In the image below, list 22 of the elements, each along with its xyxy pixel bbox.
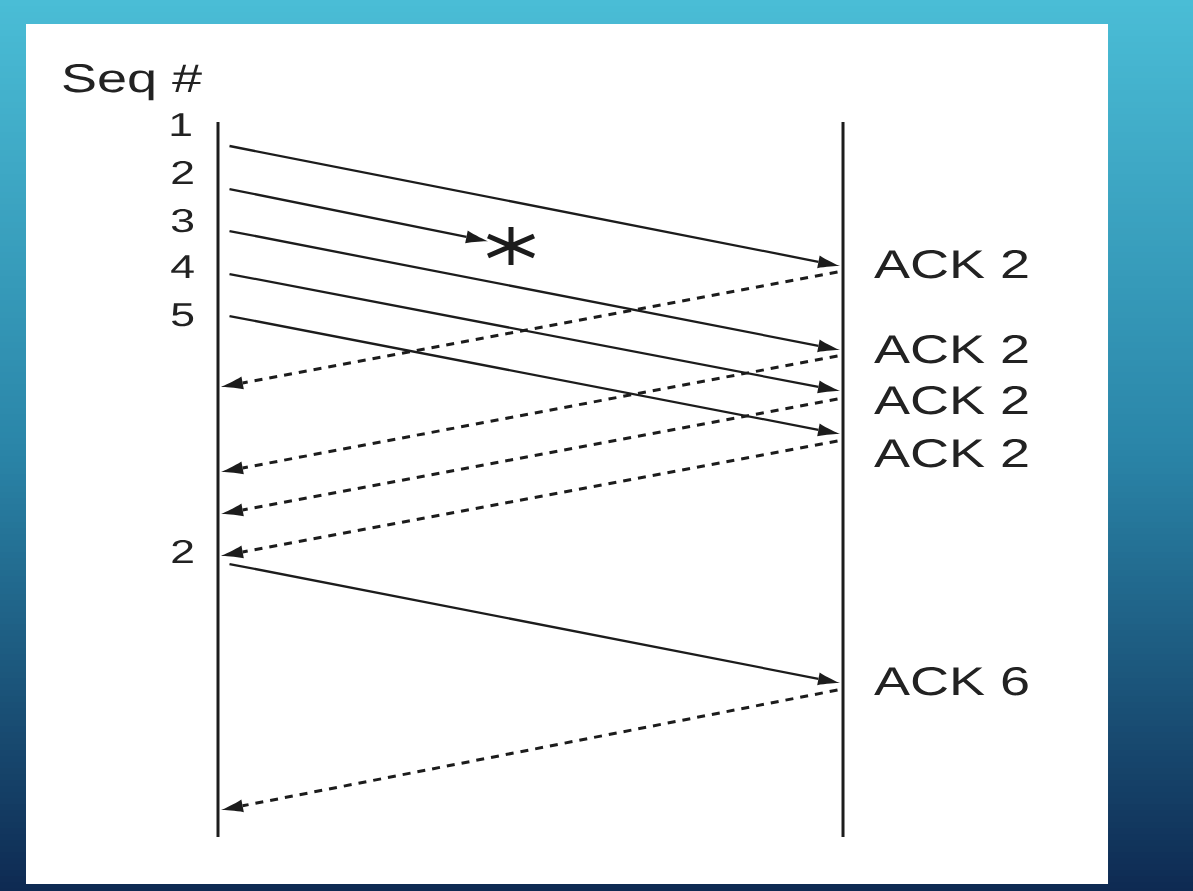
arrow [229,187,488,244]
sequence-number: 3 [171,208,194,233]
sequence-number: 5 [172,303,194,327]
ack-label: ACK 2 [874,335,1028,364]
dashed-arrow [221,439,838,559]
sequence-number: 1 [171,113,191,136]
ack-label: ACK 6 [874,667,1028,696]
arrow [229,144,840,269]
dashed-arrow [221,397,838,517]
arrow [229,229,840,353]
sequence-number: 2 [172,160,193,184]
dashed-arrow [221,688,838,813]
ack-label: ACK 2 [874,439,1028,468]
asterisk [485,224,537,268]
arrow [229,314,840,437]
column-heading: Seq # [63,64,202,101]
sequence-number: 2 [172,539,193,563]
ack-label: ACK 2 [874,250,1028,279]
dashed-arrow [221,354,838,475]
arrow [229,562,840,686]
sequence-number: 4 [171,255,194,278]
ack-label: ACK 2 [874,386,1028,415]
